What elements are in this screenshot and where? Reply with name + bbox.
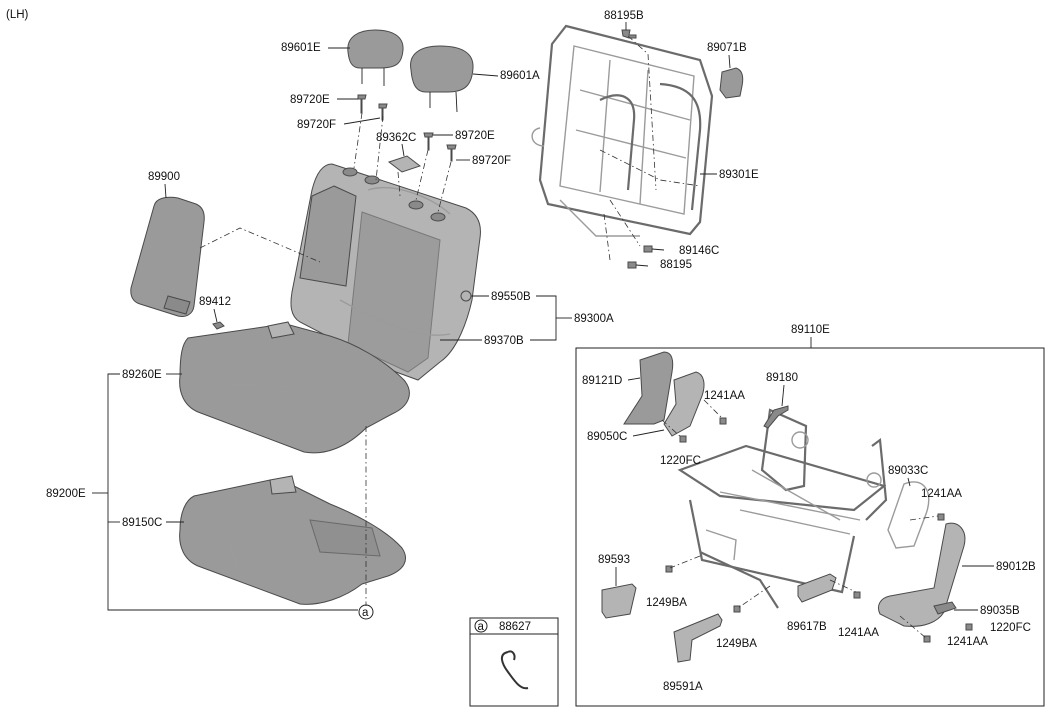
label-89617B: 89617B [787, 621, 827, 633]
label-88195: 88195 [660, 259, 692, 271]
cover-89033C [887, 481, 930, 549]
label-1241AA-d: 1241AA [947, 636, 988, 648]
label-89720F-b: 89720F [472, 155, 511, 167]
lever-89180 [763, 405, 789, 429]
backrest-cover [290, 163, 481, 381]
cover-89050C [663, 371, 705, 437]
label-89121D: 89121D [582, 375, 622, 387]
label-89200E: 89200E [46, 488, 86, 500]
label-1241AA-a: 1241AA [704, 390, 745, 402]
label-89412: 89412 [199, 296, 231, 308]
label-89180: 89180 [766, 372, 798, 384]
label-89260E: 89260E [122, 369, 162, 381]
latch-89071B [719, 67, 744, 99]
cushion-pad-89150C [179, 475, 406, 605]
label-89720E-b: 89720E [455, 130, 495, 142]
guide-lines [199, 35, 701, 606]
guide-pins [357, 94, 457, 173]
headrest-89601E [347, 29, 404, 86]
label-1241AA-c: 1241AA [838, 627, 879, 639]
label-1241AA-b: 1241AA [921, 488, 962, 500]
cover-89035B [933, 601, 957, 615]
label-89300A: 89300A [574, 313, 614, 325]
cover-89012B [877, 522, 966, 627]
label-89593: 89593 [598, 554, 630, 566]
inset-callout-circle [474, 619, 488, 633]
callout-circle-a [358, 604, 374, 620]
label-1220FC-b: 1220FC [990, 622, 1031, 634]
label-89050C: 89050C [587, 431, 627, 443]
cushion-cover-89260E [179, 321, 410, 454]
cover-89121D [623, 351, 674, 425]
label-89035B: 89035B [980, 605, 1020, 617]
label-89150C: 89150C [122, 517, 162, 529]
label-89601E: 89601E [281, 42, 321, 54]
headrest-89601A [410, 45, 474, 113]
armrest-89900 [130, 196, 205, 317]
label-89550B: 89550B [491, 291, 531, 303]
inset-88627: a 88627 [469, 617, 559, 707]
seat-track-frame-89110E [677, 408, 888, 609]
label-89012B: 89012B [996, 561, 1036, 573]
label-1249BA-a: 1249BA [646, 597, 687, 609]
label-89720E-a: 89720E [290, 94, 330, 106]
label-88627: 88627 [499, 621, 531, 633]
label-89110E: 89110E [791, 324, 830, 336]
cover-89617B [797, 573, 837, 603]
bolts-upper [621, 29, 665, 269]
cover-89593 [601, 583, 637, 619]
label-89601A: 89601A [500, 70, 540, 82]
label-89900: 89900 [148, 171, 180, 183]
label-1220FC-a: 1220FC [660, 455, 701, 467]
label-1249BA-b: 1249BA [716, 638, 757, 650]
clip-89412 [212, 321, 225, 330]
label-89071B: 89071B [707, 42, 747, 54]
label-89720F-a: 89720F [297, 119, 336, 131]
label-89362C: 89362C [376, 132, 416, 144]
label-89301E: 89301E [719, 169, 759, 181]
label-89370B: 89370B [484, 335, 524, 347]
label-89591A: 89591A [663, 681, 703, 693]
wire-88627 [501, 651, 529, 690]
side-label: (LH) [6, 9, 29, 21]
seat-frame-box [575, 347, 1045, 707]
back-frame-89301E [531, 24, 714, 237]
cover-89591A [673, 613, 723, 663]
inset-callout-letter: a [478, 621, 485, 633]
label-88195B: 88195B [604, 10, 644, 22]
guide-lines-box [661, 399, 939, 639]
label-89033C: 89033C [888, 465, 928, 477]
fasteners [665, 417, 973, 643]
label-89146C: 89146C [679, 245, 719, 257]
callout-letter-a: a [362, 607, 369, 619]
